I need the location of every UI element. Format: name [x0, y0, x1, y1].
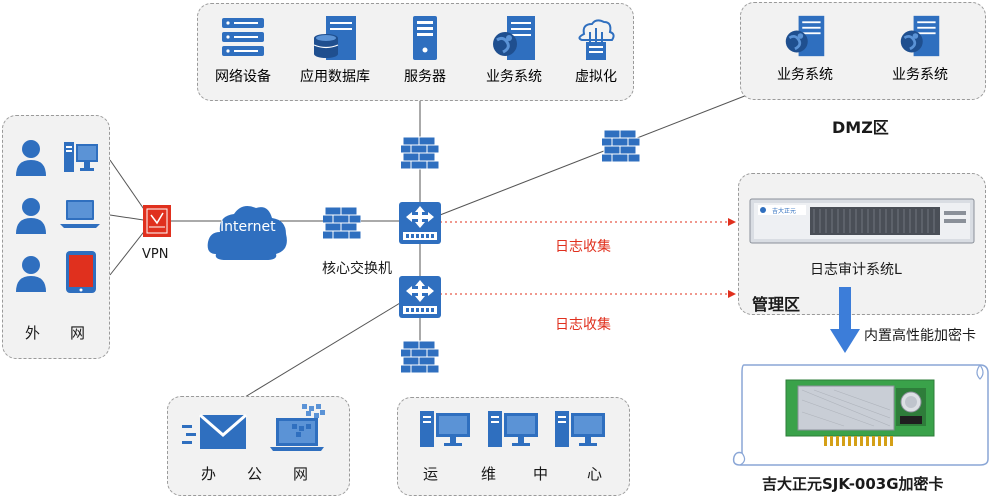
desktop-computer-icon — [555, 411, 605, 447]
user-icon — [16, 256, 46, 292]
appliance-brand-plate: 吉大正元 — [772, 208, 797, 215]
datacenter-item-label: 虚拟化 — [575, 69, 617, 85]
mail-icon — [182, 413, 247, 449]
ops-title-char: 维 — [481, 465, 497, 483]
datacenter-item: 虚拟化 — [566, 14, 626, 86]
internet-label: Internet — [220, 219, 276, 235]
firewall-icon — [602, 129, 640, 163]
desktop-computer-icon — [488, 411, 538, 447]
switch-icon — [399, 276, 441, 318]
dmz-item-label: 业务系统 — [892, 67, 948, 83]
down-arrow-icon — [830, 287, 860, 353]
laptop-icon — [60, 200, 100, 228]
internet-cloud-icon — [207, 206, 287, 260]
office-title-char: 公 — [247, 465, 263, 483]
log-collection-label: 日志收集 — [555, 317, 611, 333]
datacenter-item: 业务系统 — [477, 14, 551, 86]
desktop-computer-icon — [64, 142, 98, 172]
office-zone — [167, 396, 350, 496]
log-audit-device-label: 日志审计系统L — [810, 262, 902, 278]
datacenter-item-label: 网络设备 — [215, 69, 271, 85]
laptop-monitor-icon — [270, 404, 325, 451]
external-title-right: 网 — [70, 324, 86, 342]
external-title-left: 外 — [25, 324, 41, 342]
management-zone — [738, 173, 986, 315]
desktop-computer-icon — [420, 411, 470, 447]
cloud-virtualization-icon — [578, 19, 615, 60]
builtin-card-label: 内置高性能加密卡 — [864, 328, 976, 344]
office-title-char: 网 — [293, 465, 309, 483]
log-audit-appliance-icon — [749, 198, 975, 244]
vpn-gateway-icon — [143, 205, 171, 237]
firewall-icon — [323, 206, 361, 240]
datacenter-item: 服务器 — [395, 14, 455, 86]
dmz-title: DMZ区 — [832, 118, 889, 137]
dmz-item: 业务系统 — [880, 14, 960, 84]
smartphone-icon — [66, 251, 96, 293]
business-system-icon — [493, 16, 535, 60]
datacenter-item-label: 服务器 — [404, 69, 446, 85]
log-collection-label: 日志收集 — [555, 239, 611, 255]
firewall-icon — [401, 340, 439, 374]
business-system-icon — [900, 15, 940, 57]
database-server-icon — [313, 16, 356, 60]
ops-title-char: 运 — [423, 465, 439, 483]
business-system-icon — [785, 15, 825, 57]
network-device-icon — [222, 18, 264, 56]
card-title: 吉大正元SJK-003G加密卡 — [762, 475, 944, 493]
firewall-icon — [401, 136, 439, 170]
datacenter-item-label: 应用数据库 — [300, 69, 370, 85]
ops-title-char: 中 — [533, 465, 549, 483]
dmz-item-label: 业务系统 — [777, 67, 833, 83]
encryption-card-icon — [785, 379, 935, 446]
dmz-item: 业务系统 — [765, 14, 845, 84]
ops-title-char: 心 — [587, 465, 603, 483]
datacenter-item: 应用数据库 — [292, 14, 378, 86]
core-switch-icon — [399, 202, 441, 244]
office-title-char: 办 — [201, 465, 217, 483]
user-icon — [16, 198, 46, 234]
core-switch-label: 核心交换机 — [322, 261, 392, 277]
datacenter-item: 网络设备 — [210, 14, 276, 86]
dmz-zone — [740, 2, 986, 100]
server-tower-icon — [413, 16, 437, 60]
user-icon — [16, 140, 46, 176]
vpn-label: VPN — [142, 247, 169, 262]
management-zone-title: 管理区 — [752, 295, 801, 314]
datacenter-item-label: 业务系统 — [486, 69, 542, 85]
